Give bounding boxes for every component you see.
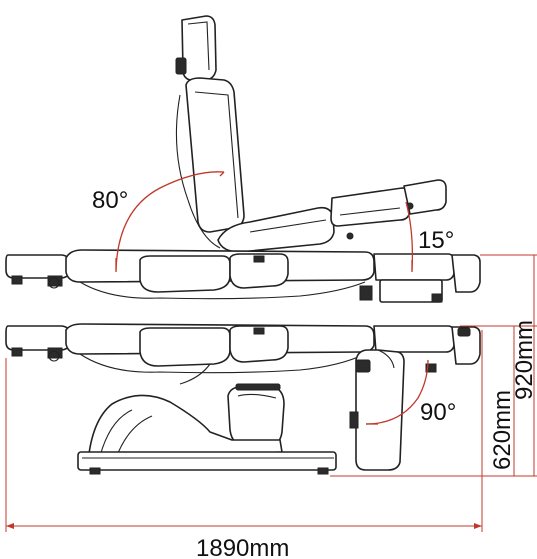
- backrest: [175, 77, 245, 249]
- dimension-lines: [5, 254, 537, 532]
- flat-main-top: [65, 323, 375, 385]
- chair-base: [77, 383, 337, 475]
- angle-foot-label: 90°: [420, 399, 456, 426]
- flat-chair: [5, 323, 481, 475]
- angle-90-arc: [365, 359, 429, 425]
- angle-backrest-label: 80°: [92, 187, 128, 214]
- height-low-label: 620mm: [489, 390, 516, 470]
- angle-80-arc: [115, 171, 225, 272]
- flat-head-section: [5, 325, 71, 362]
- angle-legrest-label: 15°: [418, 227, 454, 254]
- headrest: [175, 15, 217, 81]
- reclined-frame: [5, 249, 481, 303]
- height-high-label: 920mm: [511, 320, 537, 400]
- reclined-chair: [5, 15, 481, 303]
- length-label: 1890mm: [196, 535, 289, 559]
- angle-80-curve: [115, 171, 225, 271]
- legrest: [330, 179, 447, 240]
- flat-foot-section: [349, 325, 481, 471]
- angle-15-arc: [405, 201, 414, 272]
